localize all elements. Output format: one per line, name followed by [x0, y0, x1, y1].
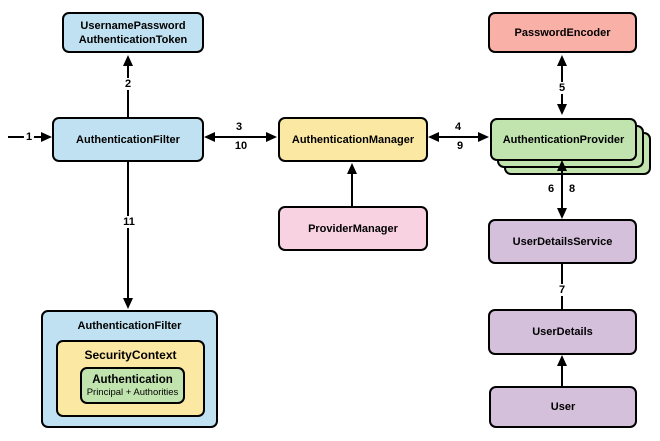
node-authentication: Authentication Principal + Authorities — [80, 367, 185, 404]
node-user-details: UserDetails — [488, 309, 637, 355]
edge-label-7: 7 — [556, 284, 568, 296]
node-provider-manager: ProviderManager — [278, 206, 428, 251]
arrowhead-up-icon — [123, 55, 133, 66]
edge-label-4: 4 — [452, 121, 464, 133]
arrowhead-up-icon — [557, 55, 567, 66]
node-label-line1: UsernamePassword — [80, 19, 186, 32]
node-label-line2: AuthenticationToken — [78, 33, 188, 46]
node-label: ProviderManager — [308, 222, 398, 235]
node-sublabel: Principal + Authorities — [86, 386, 179, 398]
node-label: UserDetails — [532, 326, 593, 338]
node-user: User — [489, 386, 637, 428]
node-security-context: SecurityContext Authentication Principal… — [56, 340, 205, 417]
node-label: AuthenticationProvider — [502, 133, 625, 146]
arrowhead-right-icon — [266, 132, 277, 142]
node-label: AuthenticationManager — [291, 133, 415, 146]
node-label: UserDetailsService — [512, 235, 613, 248]
node-label: PasswordEncoder — [514, 26, 611, 39]
node-label: AuthenticationFilter — [77, 320, 182, 332]
edge-label-9: 9 — [454, 140, 466, 152]
arrowhead-down-icon — [557, 208, 567, 219]
node-label: SecurityContext — [84, 348, 177, 362]
edge-label-1: 1 — [23, 131, 35, 143]
edge-label-2: 2 — [122, 78, 134, 90]
node-label: Authentication — [92, 373, 173, 386]
arrowhead-down-icon — [557, 104, 567, 115]
edge-filter-to-context — [123, 162, 133, 309]
node-label: AuthenticationFilter — [76, 133, 180, 146]
arrowhead-down-icon — [123, 298, 133, 309]
arrowhead-left-icon — [428, 132, 439, 142]
edge-label-10: 10 — [232, 140, 250, 152]
edge-label-5: 5 — [556, 82, 568, 94]
arrowhead-right-icon — [478, 132, 489, 142]
edge-label-8: 8 — [566, 183, 578, 195]
node-username-password-authentication-token: UsernamePassword AuthenticationToken — [62, 12, 204, 53]
edge-label-3: 3 — [233, 121, 245, 133]
arrowhead-up-icon — [557, 355, 567, 366]
node-authentication-filter-context: AuthenticationFilter SecurityContext Aut… — [41, 310, 218, 428]
arrowhead-up-icon — [347, 163, 357, 174]
node-authentication-filter: AuthenticationFilter — [52, 117, 204, 162]
arrowhead-right-icon — [41, 132, 52, 142]
node-authentication-provider: AuthenticationProvider — [490, 118, 637, 161]
node-authentication-manager: AuthenticationManager — [278, 117, 428, 162]
node-user-details-service: UserDetailsService — [488, 219, 637, 264]
edge-label-6: 6 — [545, 183, 557, 195]
edge-label-11: 11 — [121, 216, 137, 228]
edge-user-to-user-details — [557, 355, 567, 386]
node-label: User — [550, 401, 576, 413]
node-password-encoder: PasswordEncoder — [488, 12, 637, 53]
arrowhead-left-icon — [204, 132, 215, 142]
edge-provider-manager-to-manager — [347, 163, 357, 206]
